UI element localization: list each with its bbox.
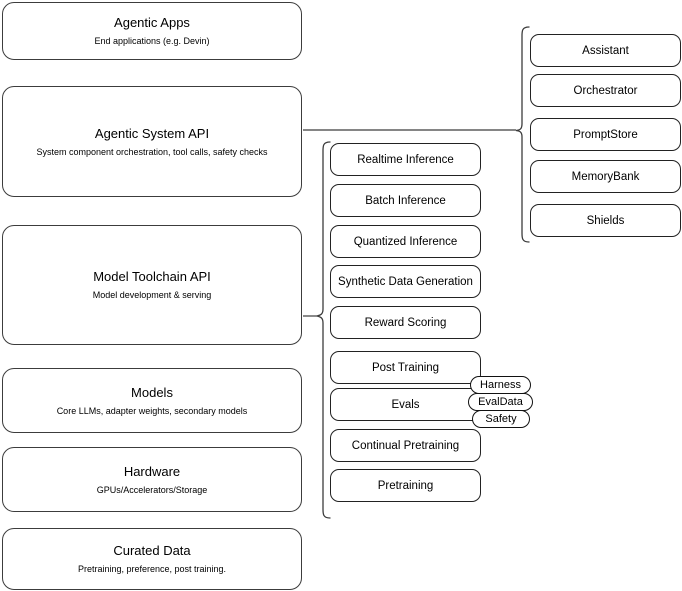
toolchain-item-label: Continual Pretraining	[351, 439, 460, 452]
toolchain-item-label: Synthetic Data Generation	[338, 275, 473, 288]
eval-tag-safety[interactable]: Safety	[472, 410, 530, 428]
system-item-label: Shields	[586, 214, 625, 227]
system-item-label: Assistant	[582, 44, 629, 57]
toolchain-item-label: Quantized Inference	[353, 235, 458, 248]
layer-box-models[interactable]: Models Core LLMs, adapter weights, secon…	[2, 368, 302, 433]
toolchain-item-pretraining[interactable]: Pretraining	[330, 469, 481, 502]
toolchain-item-realtime-inference[interactable]: Realtime Inference	[330, 143, 481, 176]
layer-subtitle: End applications (e.g. Devin)	[94, 36, 210, 46]
toolchain-item-label: Post Training	[371, 361, 440, 374]
toolchain-item-synthetic-data-generation[interactable]: Synthetic Data Generation	[330, 265, 481, 298]
layer-subtitle: GPUs/Accelerators/Storage	[96, 484, 208, 495]
system-item-shields[interactable]: Shields	[530, 204, 681, 237]
toolchain-item-post-training[interactable]: Post Training	[330, 351, 481, 384]
toolchain-components-bracket	[316, 141, 331, 519]
layer-box-model-toolchain-api[interactable]: Model Toolchain API Model development & …	[2, 225, 302, 345]
layer-subtitle: Core LLMs, adapter weights, secondary mo…	[56, 405, 248, 416]
layer-title: Agentic System API	[94, 125, 210, 141]
system-item-assistant[interactable]: Assistant	[530, 34, 681, 67]
toolchain-item-label: Pretraining	[377, 479, 434, 492]
system-item-memorybank[interactable]: MemoryBank	[530, 160, 681, 193]
toolchain-item-reward-scoring[interactable]: Reward Scoring	[330, 306, 481, 339]
system-item-orchestrator[interactable]: Orchestrator	[530, 74, 681, 107]
layer-box-agentic-system-api[interactable]: Agentic System API System component orch…	[2, 86, 302, 197]
system-item-label: PromptStore	[573, 128, 638, 141]
toolchain-item-quantized-inference[interactable]: Quantized Inference	[330, 225, 481, 258]
layer-title: Curated Data	[113, 543, 191, 558]
layer-box-curated-data[interactable]: Curated Data Pretraining, preference, po…	[2, 528, 302, 590]
system-item-promptstore[interactable]: PromptStore	[530, 118, 681, 151]
layer-box-hardware[interactable]: Hardware GPUs/Accelerators/Storage	[2, 447, 302, 512]
layer-title: Agentic Apps	[114, 15, 190, 30]
eval-tag-label: Harness	[480, 378, 521, 391]
layer-title: Hardware	[123, 463, 181, 479]
toolchain-item-label: Reward Scoring	[364, 316, 447, 329]
layer-subtitle: System component orchestration, tool cal…	[36, 146, 268, 157]
system-item-label: MemoryBank	[571, 170, 640, 183]
eval-tag-harness[interactable]: Harness	[470, 376, 531, 394]
system-item-label: Orchestrator	[573, 84, 638, 97]
layer-subtitle: Pretraining, preference, post training.	[77, 564, 227, 574]
layer-title: Models	[131, 384, 173, 400]
toolchain-item-label: Realtime Inference	[357, 153, 454, 166]
eval-tag-label: EvalData	[478, 395, 523, 408]
layer-box-agentic-apps[interactable]: Agentic Apps End applications (e.g. Devi…	[2, 2, 302, 60]
toolchain-item-label: Batch Inference	[365, 194, 446, 207]
toolchain-item-batch-inference[interactable]: Batch Inference	[330, 184, 481, 217]
toolchain-item-evals[interactable]: Evals	[330, 388, 481, 421]
eval-tag-evaldata[interactable]: EvalData	[468, 393, 533, 411]
layer-title: Model Toolchain API	[93, 269, 211, 284]
toolchain-item-continual-pretraining[interactable]: Continual Pretraining	[330, 429, 481, 462]
system-components-bracket	[515, 26, 530, 243]
toolchain-item-label: Evals	[391, 398, 420, 411]
layer-subtitle: Model development & serving	[92, 290, 212, 300]
eval-tag-label: Safety	[485, 412, 517, 425]
